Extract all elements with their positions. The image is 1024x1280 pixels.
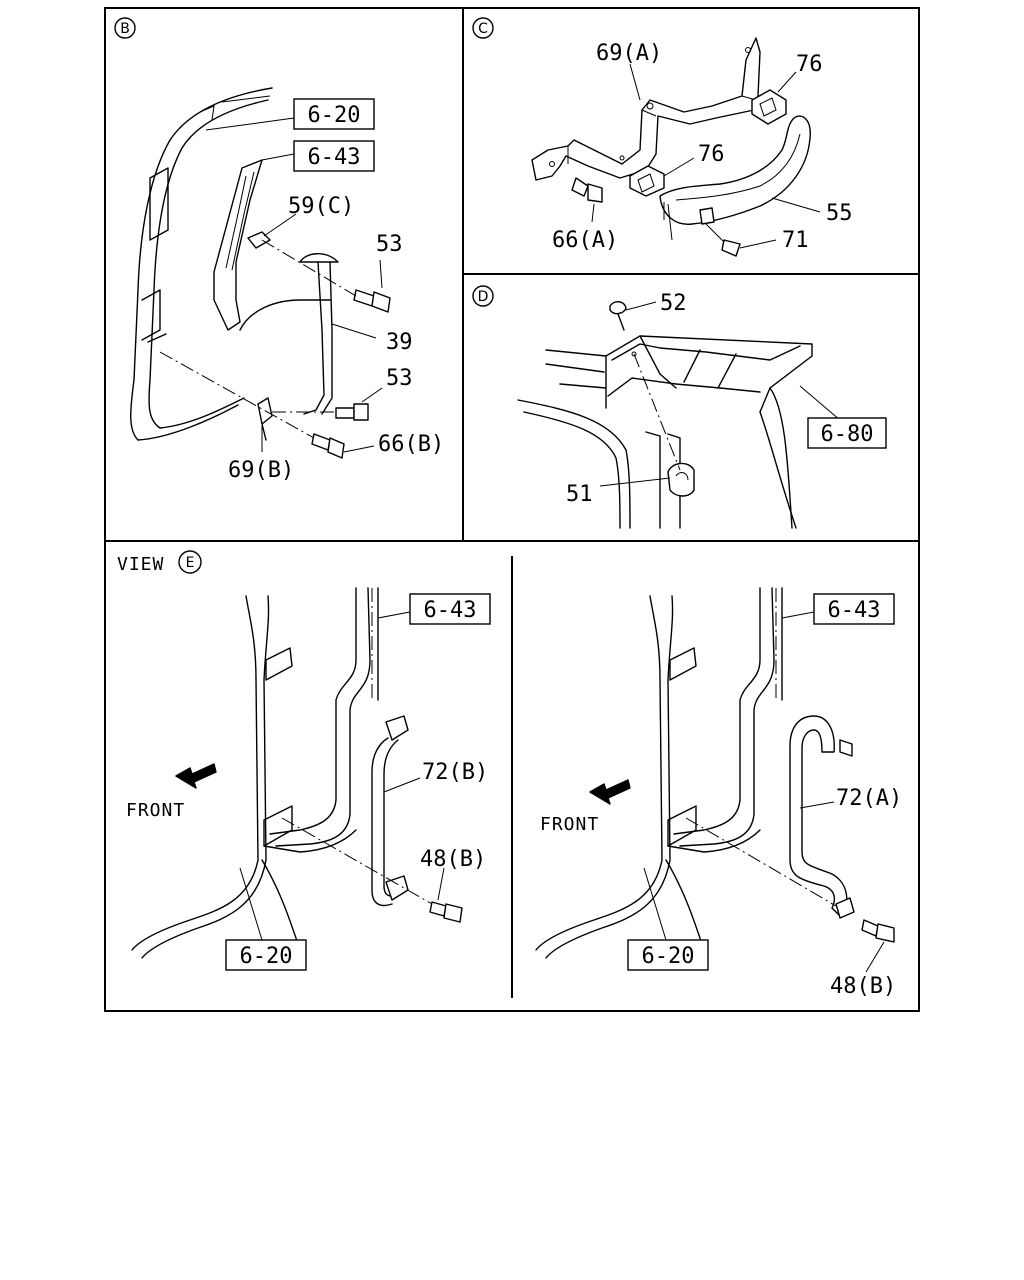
callout-72b: 72(B) (422, 760, 488, 785)
panel-e-marker: E (186, 555, 195, 571)
ref-6-43: 6-43 (308, 145, 361, 170)
callout-59c: 59(C) (288, 194, 354, 219)
callout-48b-left: 48(B) (420, 847, 486, 872)
callout-53-bottom: 53 (386, 366, 413, 391)
callout-72a: 72(A) (836, 786, 902, 811)
front-label-right: FRONT (540, 814, 599, 835)
panel-e-right: FRONT 6-43 6-20 72(A) 48(B) (535, 587, 902, 999)
callout-48b-right: 48(B) (830, 974, 896, 999)
callout-76-upper: 76 (796, 52, 823, 77)
panel-d: D 6-80 52 51 (472, 285, 887, 529)
view-label: VIEW (117, 554, 164, 575)
callout-51: 51 (566, 482, 593, 507)
panel-b: B (114, 17, 444, 483)
callout-39: 39 (386, 330, 413, 355)
ref-6-20-left: 6-20 (240, 944, 293, 969)
callout-69a: 69(A) (596, 41, 662, 66)
callout-66b: 66(B) (378, 432, 444, 457)
callout-69b: 69(B) (228, 458, 294, 483)
callout-71: 71 (782, 228, 809, 253)
ref-6-43-left: 6-43 (424, 598, 477, 623)
callout-52: 52 (660, 291, 687, 316)
ref-6-43-right: 6-43 (828, 598, 881, 623)
panel-c: C 69(A) 76 7 (472, 17, 853, 257)
diagram-frame (104, 7, 920, 1012)
panel-e: VIEW E (117, 550, 902, 999)
ref-6-20: 6-20 (308, 103, 361, 128)
ref-6-80: 6-80 (821, 422, 874, 447)
ref-6-20-right: 6-20 (642, 944, 695, 969)
callout-55: 55 (826, 201, 853, 226)
front-label-left: FRONT (126, 800, 185, 821)
callout-76-lower: 76 (698, 142, 725, 167)
panel-c-marker: C (478, 21, 488, 37)
callout-53-top: 53 (376, 232, 403, 257)
panel-d-marker: D (478, 289, 489, 305)
panel-b-marker: B (120, 21, 130, 37)
panel-e-left: FRONT 6-43 6-20 72(B) 48(B) (126, 587, 491, 971)
callout-66a: 66(A) (552, 228, 618, 253)
